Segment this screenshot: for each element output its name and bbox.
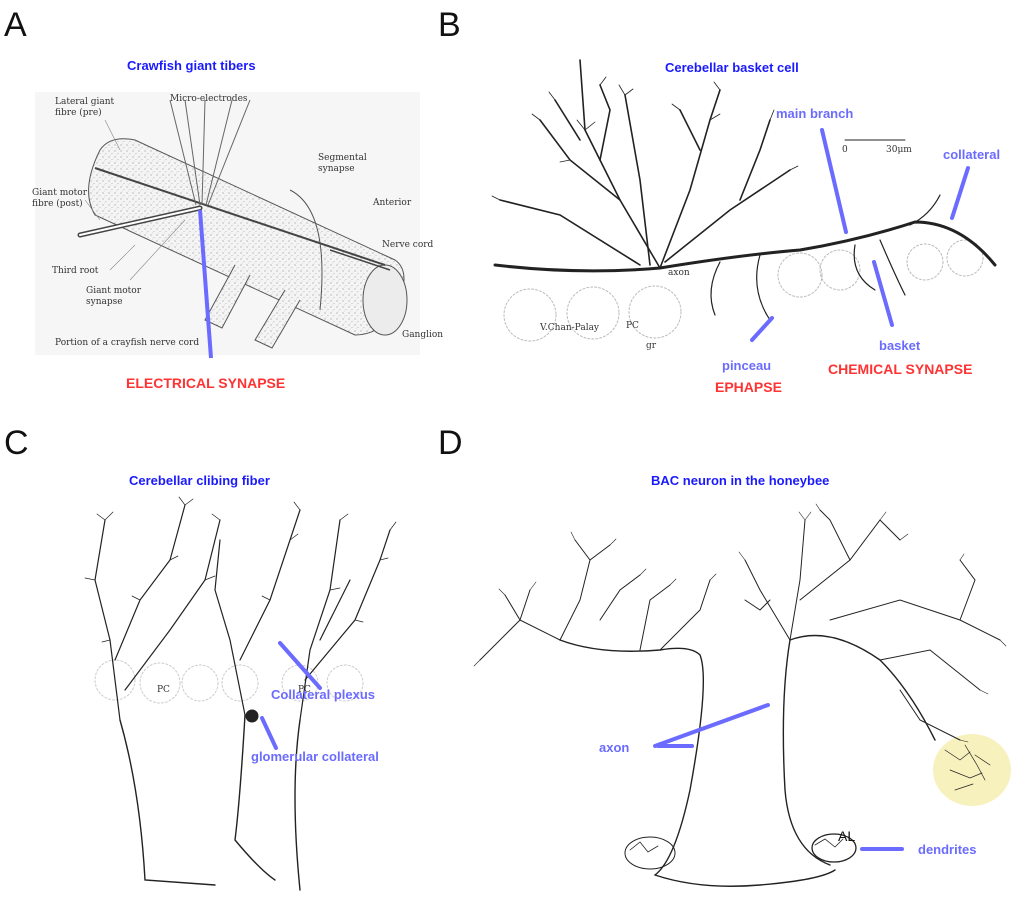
panel-d-title: BAC neuron in the honeybee <box>651 473 830 488</box>
panel-d-drawing <box>473 503 1007 887</box>
root-2 <box>254 289 301 349</box>
electrical-synapse-annotation: ELECTRICAL SYNAPSE <box>126 375 286 391</box>
basket-label: basket <box>879 338 921 353</box>
basket-pointer <box>872 260 894 327</box>
al-glomerulus-right <box>811 833 857 863</box>
pinceau-label: pinceau <box>722 358 772 373</box>
main-branch-label: main branch <box>776 106 854 121</box>
climbing-fiber-2 <box>234 714 276 881</box>
panel-c-drawing <box>84 496 397 891</box>
label-axon-b: axon <box>668 268 690 278</box>
collateral-pointer <box>950 166 970 220</box>
bac-right-tree <box>744 509 1001 741</box>
panel-b-title: Cerebellar basket cell <box>665 60 799 75</box>
ganglion-end <box>362 264 408 336</box>
scale-zero: 0 <box>842 145 848 155</box>
bac-left-tree <box>479 539 711 661</box>
basket-main-axon <box>493 220 997 273</box>
glomerular-blob <box>245 709 259 723</box>
collateral-plexus-pointer <box>278 641 322 690</box>
label-segmental-1: Segmental <box>318 153 367 163</box>
basket-terminals <box>710 194 941 321</box>
panel-letter-d: D <box>438 424 463 462</box>
bac-axon-bottom <box>654 869 836 887</box>
glomerular-collateral-pointer <box>260 716 278 750</box>
scale-label: 30μm <box>886 145 912 155</box>
panel-a-drawing: Lateral giant fibre (pre) Micro-electrod… <box>32 92 443 359</box>
label-giant-motor-synapse-1: Giant motor <box>86 286 142 296</box>
collateral-label: collateral <box>943 147 1001 162</box>
label-segmental-2: synapse <box>318 164 355 174</box>
label-ganglion: Ganglion <box>402 330 443 340</box>
collateral-plexus-label: Collateral plexus <box>271 687 376 702</box>
micro-electrode-1 <box>169 99 197 206</box>
panel-letter-b: B <box>438 6 461 44</box>
purkinje-cell-outlines <box>503 239 984 342</box>
micro-electrode-4 <box>205 99 233 206</box>
root-1 <box>204 264 251 329</box>
label-nerve-cord: Nerve cord <box>382 240 434 250</box>
glomerular-collateral-label: glomerular collateral <box>251 749 379 764</box>
bac-fine-branches <box>473 503 1007 743</box>
axon-label: axon <box>599 740 630 755</box>
label-lateral-giant-1: Lateral giant <box>55 97 114 107</box>
label-third-root: Third root <box>52 266 99 276</box>
climbing-fine-branches <box>84 496 397 643</box>
pinceau-pointer <box>750 316 774 342</box>
electrical-synapse-pointer <box>198 209 213 359</box>
al-glomerulus-left <box>624 836 676 870</box>
label-pc-c1: PC <box>157 685 170 695</box>
climbing-fiber-1 <box>119 719 216 886</box>
label-anterior: Anterior <box>372 198 412 208</box>
segmental-synapse-line <box>289 189 323 311</box>
chemical-synapse-annotation: CHEMICAL SYNAPSE <box>828 361 973 377</box>
label-portion: Portion of a crayfish nerve cord <box>55 338 199 348</box>
bac-axon-left <box>559 639 705 876</box>
label-pc-c2: PC <box>298 685 311 695</box>
panel-b-drawing <box>491 59 997 342</box>
label-giant-motor-2: fibre (post) <box>32 198 83 209</box>
lateral-giant-fibre <box>94 167 386 266</box>
al-label: AL <box>838 828 856 844</box>
label-gr-b: gr <box>646 341 657 351</box>
panel-letter-a: A <box>4 6 27 44</box>
climbing-fiber-trees <box>94 504 391 721</box>
nerve-cord-fibre <box>329 249 391 271</box>
dendrites-label: dendrites <box>918 842 977 857</box>
micro-electrode-3 <box>201 99 206 206</box>
basket-fine-branches <box>491 76 799 201</box>
label-lateral-giant-2: fibre (pre) <box>55 107 102 118</box>
basket-dendrites <box>499 59 791 269</box>
bac-axon-right <box>782 634 936 866</box>
panel-c-title: Cerebellar clibing fiber <box>129 473 270 488</box>
micro-electrode-5 <box>207 99 251 206</box>
bac-dendrite-tuft <box>944 744 991 791</box>
label-author-b: V.Chan-Palay <box>539 323 600 333</box>
dendrite-highlight-circle <box>933 734 1011 806</box>
label-giant-motor-1: Giant motor <box>32 188 88 198</box>
micro-electrode-2 <box>184 99 201 206</box>
main-branch-pointer <box>820 128 848 234</box>
panel-a-title: Crawfish giant tibers <box>127 58 256 73</box>
panel-letter-c: C <box>4 424 29 462</box>
ephapse-annotation: EPHAPSE <box>715 379 782 395</box>
label-giant-motor-synapse-2: synapse <box>86 297 123 307</box>
label-micro-electrodes: Micro-electrodes <box>170 94 248 104</box>
axon-pointer-diagonal <box>653 703 770 748</box>
label-pc-b: PC <box>626 321 639 331</box>
climbing-fiber-3 <box>294 719 301 891</box>
